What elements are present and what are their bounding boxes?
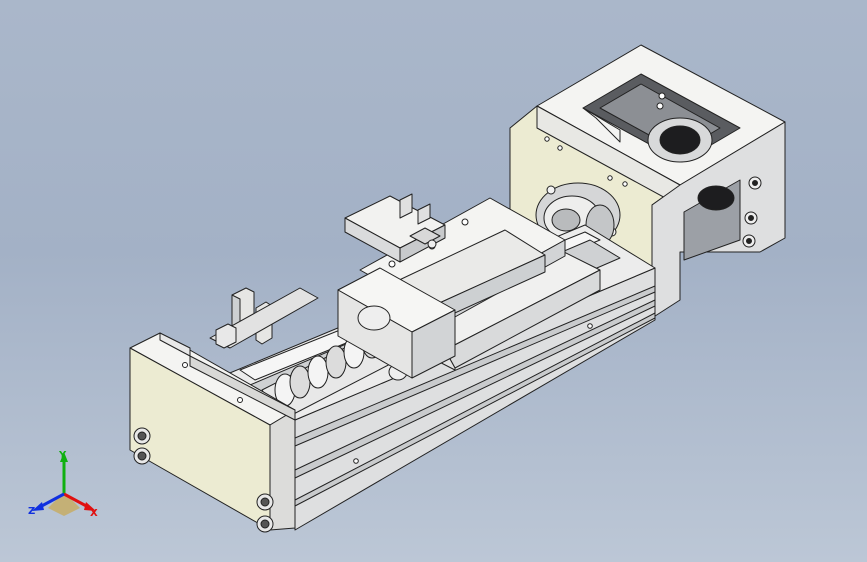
triad-base: [48, 492, 80, 516]
x-axis-label: X: [90, 508, 98, 519]
axis-triad: Y X Z: [28, 450, 98, 519]
motor-mount-block[interactable]: [509, 44, 786, 319]
sensor-dogs[interactable]: [209, 287, 319, 349]
end-block-left[interactable]: [129, 332, 296, 533]
y-axis-arrow: [60, 452, 68, 462]
z-axis-label: Z: [28, 506, 35, 517]
y-axis-label: Y: [58, 450, 67, 461]
x-axis-arrow: [84, 502, 96, 511]
carriage[interactable]: [337, 193, 601, 379]
z-axis-arrow: [32, 502, 44, 511]
